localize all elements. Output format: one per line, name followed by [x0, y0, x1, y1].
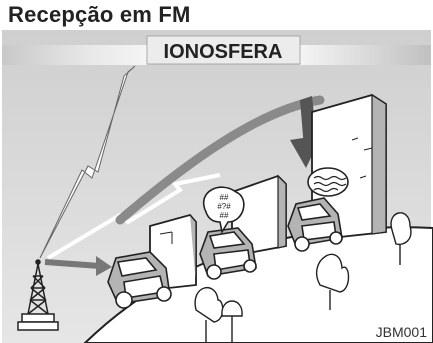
building-3 — [311, 93, 387, 242]
static-noise-bubble: ## #?# ## — [203, 186, 245, 235]
tree-icon — [390, 212, 412, 265]
tree-icon — [221, 300, 243, 343]
page-title: Recepção em FM — [8, 2, 191, 27]
car-2 — [199, 227, 257, 280]
tree-icon — [194, 287, 224, 343]
signal-upward — [39, 65, 136, 259]
wave-signal-bubble — [307, 167, 349, 197]
car-3 — [287, 197, 343, 252]
signal-arrow-direct — [44, 256, 112, 276]
ionosphere-band: IONOSFERA — [2, 35, 431, 65]
ionosphere-label: IONOSFERA — [164, 41, 283, 63]
radio-tower-icon — [17, 259, 59, 331]
static-symbol: #?# — [217, 202, 231, 211]
static-symbol: ## — [220, 211, 229, 220]
static-symbol: ## — [220, 193, 229, 202]
car-1 — [107, 251, 172, 309]
signal-reflected — [46, 173, 221, 260]
figure-code: JBM001 — [375, 324, 427, 340]
tree-icon — [316, 253, 350, 310]
